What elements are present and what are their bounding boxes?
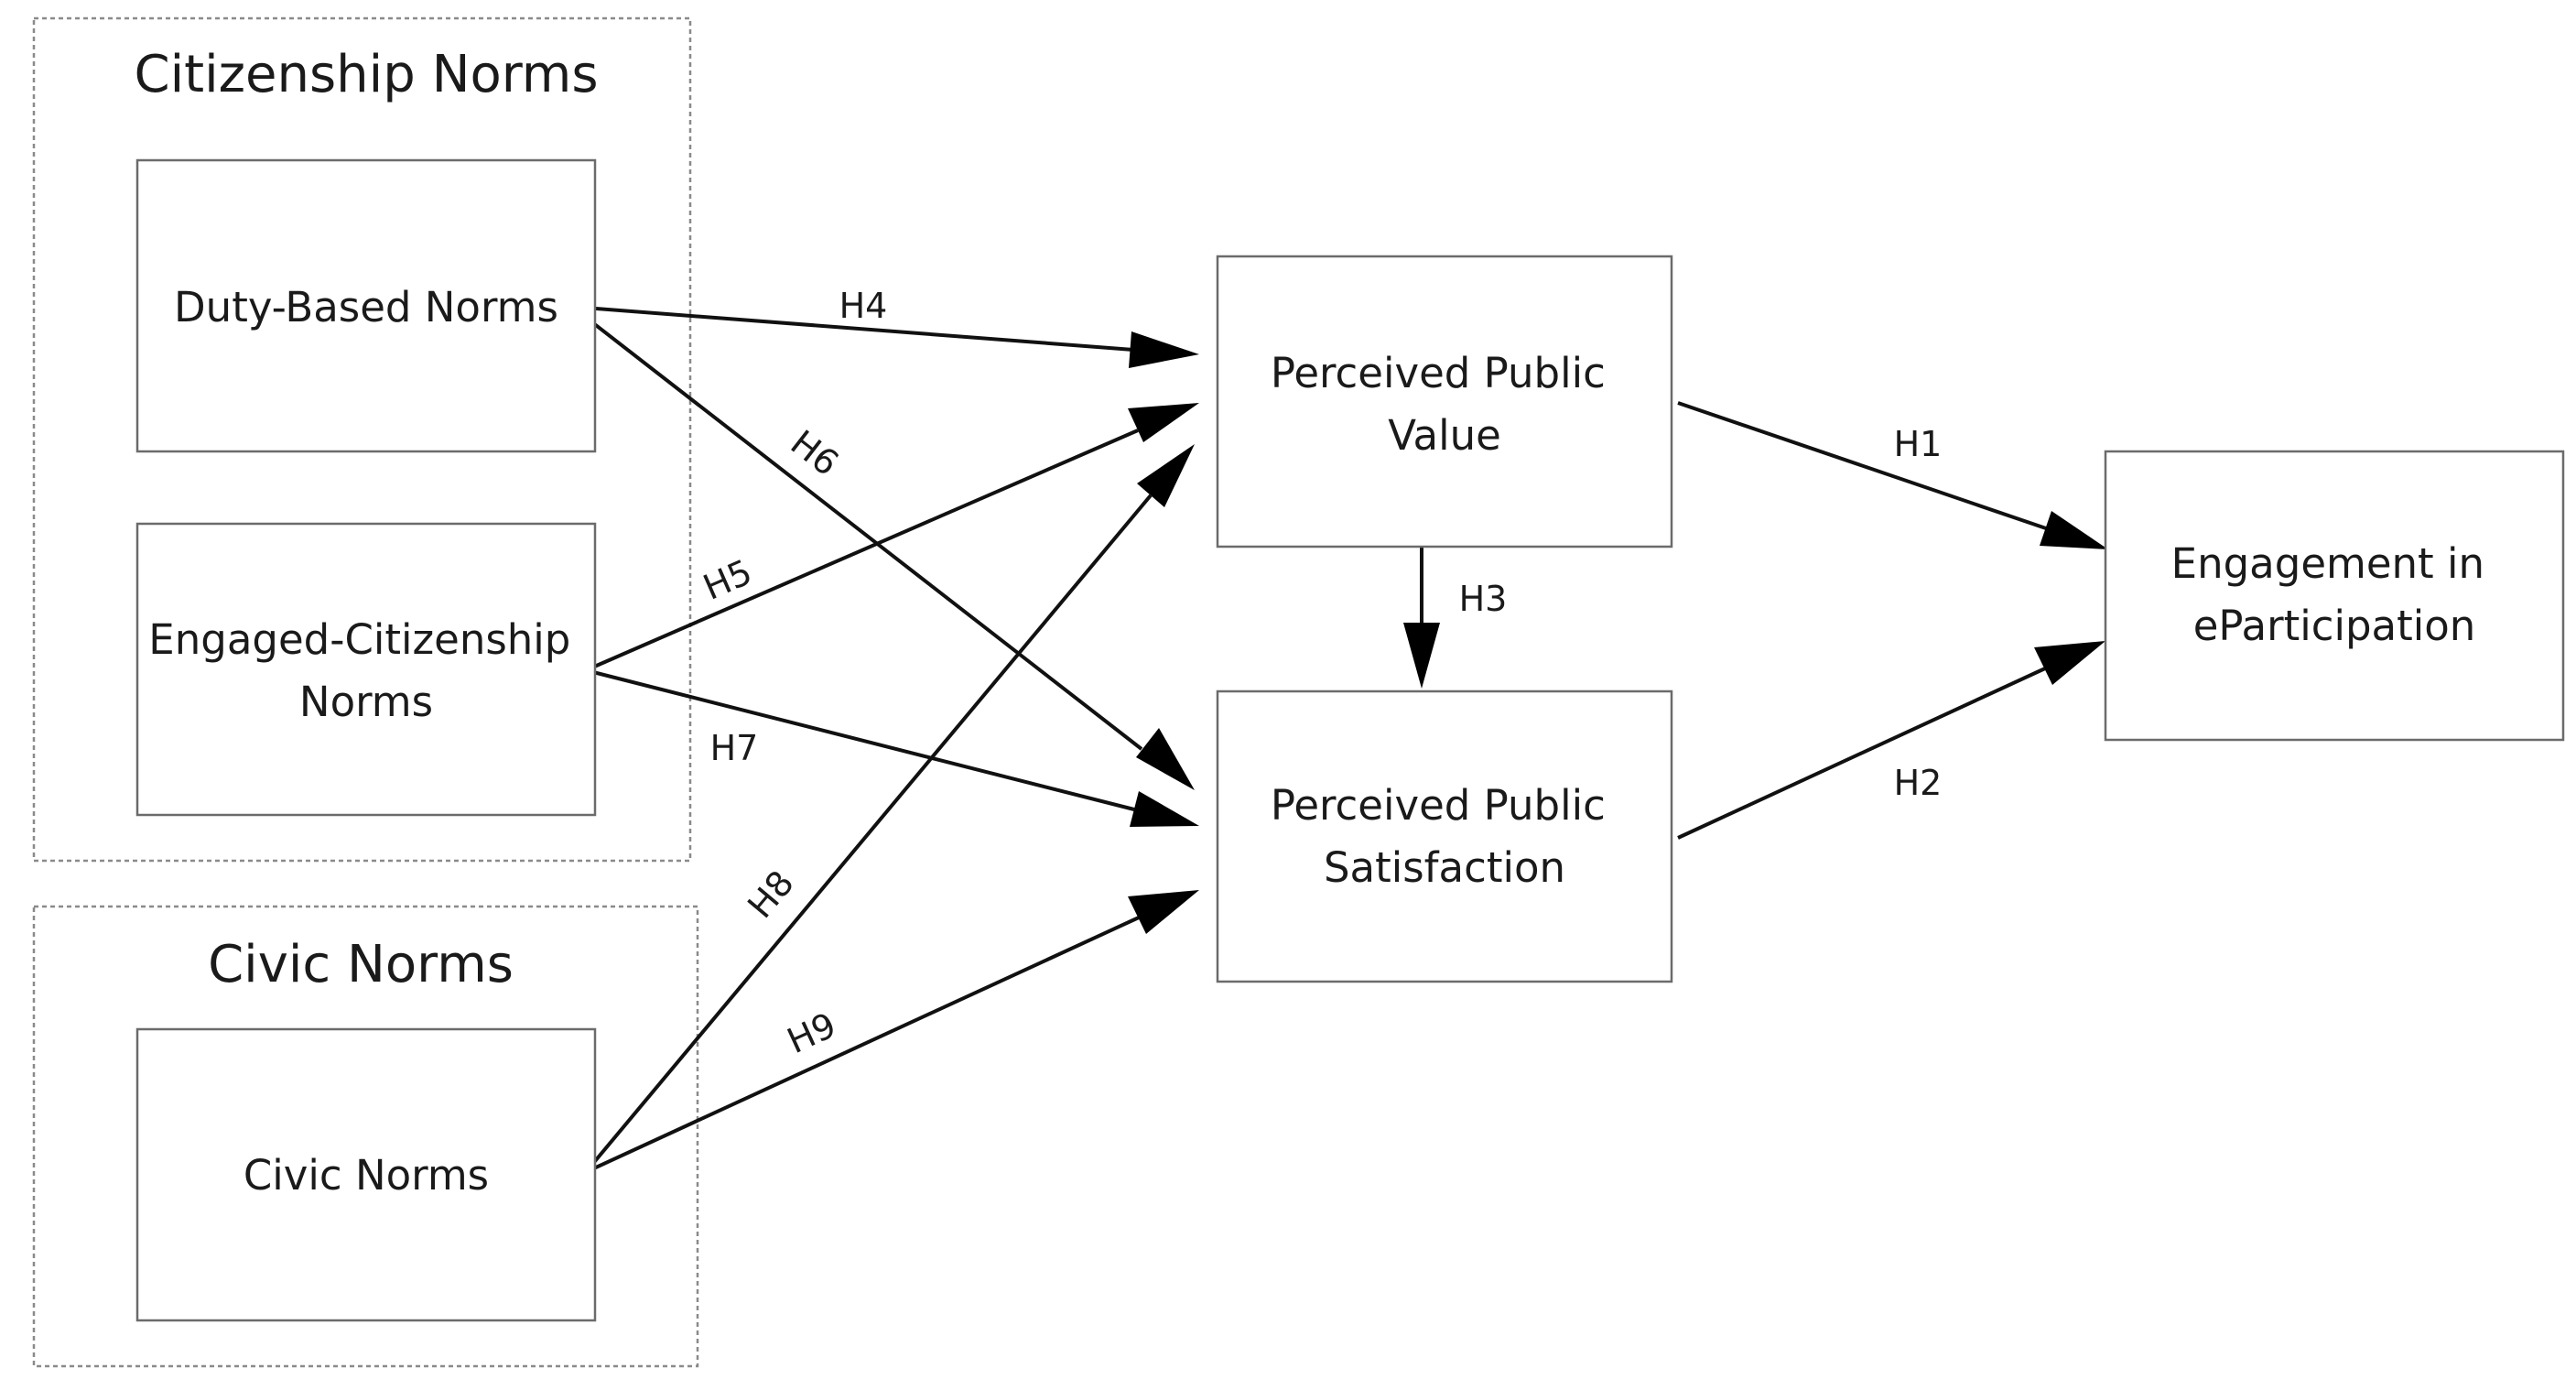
node-engagement-in-eparticipation-line-1: Engagement in: [2171, 539, 2484, 588]
edge-h5-arrowhead: [1128, 403, 1199, 442]
node-duty-based-norms-box: [135, 158, 597, 453]
edge-h1-label: H1: [1894, 424, 1943, 464]
node-engaged-citizenship-norms-line-2: Norms: [299, 678, 433, 726]
edge-h4-line: [571, 305, 1134, 352]
node-perceived-public-satisfaction-line-2: Satisfaction: [1324, 843, 1565, 892]
edge-h2-line: [1677, 667, 2046, 840]
group-citizenship-norms-title: Citizenship Norms: [134, 45, 598, 104]
node-duty-based-norms-label: Duty-Based Norms: [174, 283, 558, 331]
edge-h6: H6: [570, 305, 1195, 790]
group-civic-norms-border: [32, 905, 699, 1368]
edge-h2: H2: [1677, 641, 2105, 840]
edge-h6-arrowhead: [1136, 728, 1195, 790]
node-perceived-public-satisfaction-box: [1216, 690, 1673, 983]
edge-h7-label: H7: [710, 728, 759, 768]
group-citizenship-norms: Citizenship Norms: [32, 16, 692, 863]
node-perceived-public-satisfaction: Perceived Public Satisfaction: [1216, 690, 1673, 983]
node-civic-norms-line-1: Civic Norms: [244, 1151, 489, 1200]
edge-h3-arrowhead: [1403, 623, 1440, 689]
edge-h9-label: H9: [781, 1004, 841, 1061]
edge-h6-label: H6: [784, 422, 847, 483]
edge-h9-arrowhead: [1128, 890, 1199, 934]
node-civic-norms-box: [135, 1027, 597, 1322]
edge-h5: H5: [585, 403, 1199, 672]
edge-h7: H7: [585, 668, 1199, 827]
edge-h3: H3: [1403, 547, 1507, 689]
node-engagement-in-eparticipation-label: Engagement in eParticipation: [2171, 539, 2498, 650]
edge-h6-line: [570, 305, 1143, 751]
edge-h1-line: [1677, 401, 2047, 530]
edge-h5-line: [585, 429, 1139, 672]
node-engagement-in-eparticipation-line-2: eParticipation: [2193, 602, 2476, 650]
edge-h2-arrowhead: [2034, 641, 2105, 685]
edge-h4-label: H4: [839, 286, 888, 326]
edge-h9: H9: [585, 890, 1199, 1174]
edge-h4: H4: [571, 286, 1199, 368]
group-civic-norms-title: Civic Norms: [208, 935, 514, 994]
node-engaged-citizenship-norms-label: Engaged-Citizenship Norms: [148, 615, 583, 726]
nodes: Duty-Based Norms Engaged-Citizenship Nor…: [135, 158, 2565, 1322]
node-duty-based-norms-line-1: Duty-Based Norms: [174, 283, 558, 331]
node-perceived-public-value-line-2: Value: [1388, 411, 1501, 460]
node-perceived-public-value-box: [1216, 255, 1673, 548]
edge-h7-line: [585, 668, 1135, 811]
node-perceived-public-value: Perceived Public Value: [1216, 255, 1673, 548]
node-engagement-in-eparticipation: Engagement in eParticipation: [2104, 450, 2565, 742]
edge-h3-label: H3: [1459, 579, 1508, 619]
edge-h8-line: [584, 494, 1153, 1174]
node-perceived-public-value-line-1: Perceived Public: [1271, 349, 1606, 397]
edge-h2-label: H2: [1894, 763, 1943, 803]
node-civic-norms: Civic Norms: [135, 1027, 597, 1322]
node-perceived-public-satisfaction-label: Perceived Public Satisfaction: [1271, 781, 1618, 892]
node-engagement-in-eparticipation-box: [2104, 450, 2565, 742]
edge-h8-arrowhead: [1137, 444, 1195, 507]
edge-h7-arrowhead: [1130, 791, 1199, 827]
node-engaged-citizenship-norms: Engaged-Citizenship Norms: [135, 522, 597, 817]
node-perceived-public-satisfaction-line-1: Perceived Public: [1271, 781, 1606, 830]
edge-h1: H1: [1677, 401, 2108, 549]
node-engaged-citizenship-norms-box: [135, 522, 597, 817]
node-duty-based-norms: Duty-Based Norms: [135, 158, 597, 453]
edge-h1-arrowhead: [2040, 511, 2108, 549]
edge-h8-label: H8: [740, 863, 802, 926]
edge-h9-line: [585, 916, 1140, 1174]
node-civic-norms-label: Civic Norms: [244, 1151, 489, 1200]
node-perceived-public-value-label: Perceived Public Value: [1271, 349, 1618, 460]
edge-h4-arrowhead: [1129, 331, 1199, 368]
node-engaged-citizenship-norms-line-1: Engaged-Citizenship: [148, 615, 570, 664]
group-civic-norms: Civic Norms: [32, 905, 699, 1368]
